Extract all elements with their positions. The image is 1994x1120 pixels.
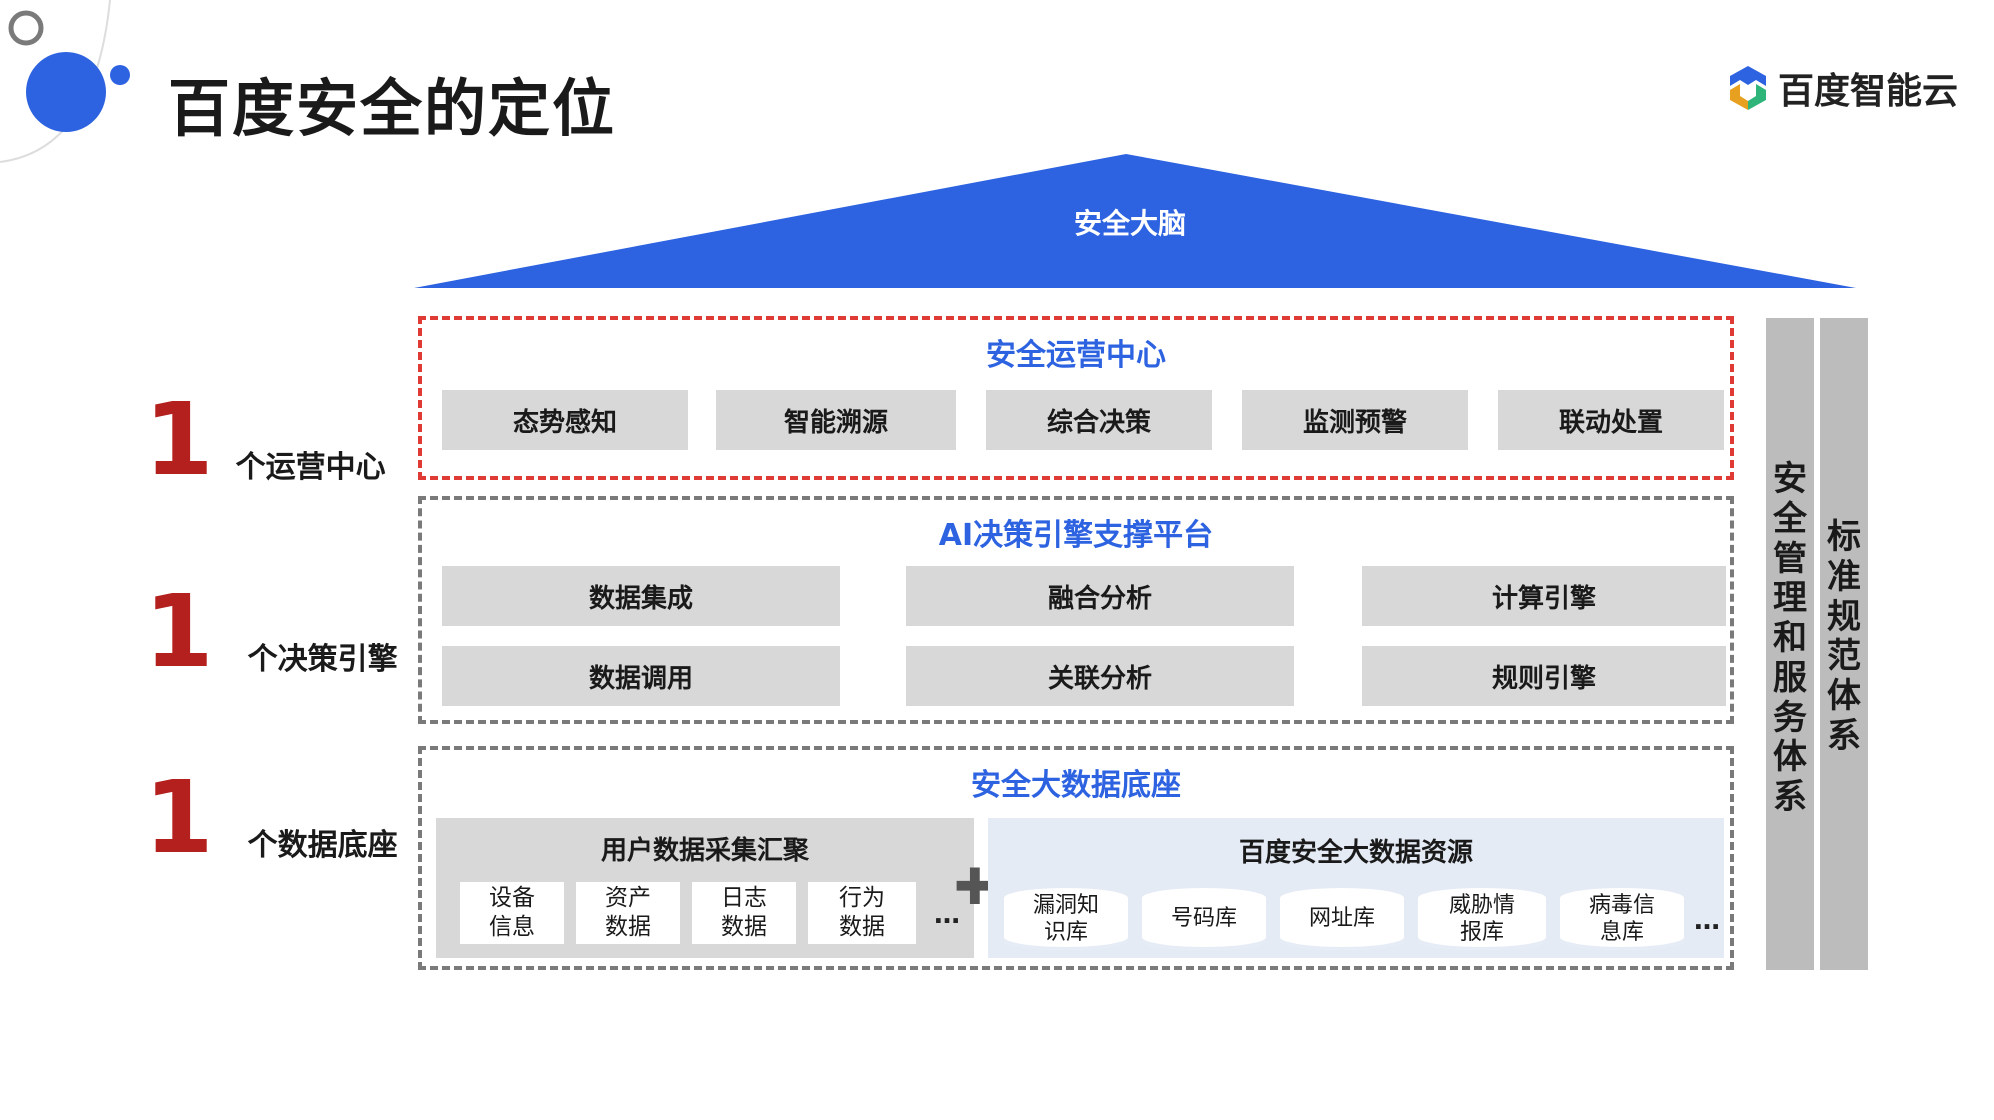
ai-platform-title: AI决策引擎支撑平台 xyxy=(938,518,1214,553)
left-text: 个数据底座 xyxy=(247,828,398,863)
ai-item: 数据调用 xyxy=(442,646,840,706)
pillar-standards: 标准规范体系 xyxy=(1820,318,1868,970)
left-text: 个决策引擎 xyxy=(247,642,398,677)
baidu-data-item: 号码库 xyxy=(1142,888,1266,950)
left-text: 个运营中心 xyxy=(235,450,386,485)
user-data-more: … xyxy=(934,900,960,930)
pillar-security-management: 安全管理和服务体系 xyxy=(1766,318,1814,970)
left-label-engine: 1 个决策引擎 xyxy=(144,582,398,682)
baidu-cloud-logo-icon xyxy=(1730,66,1766,110)
baidu-data-item: 病毒信 息库 xyxy=(1560,888,1684,950)
page-title: 百度安全的定位 xyxy=(168,72,617,145)
ai-item: 数据集成 xyxy=(442,566,840,626)
brand-logo: 百度智能云 xyxy=(1726,62,1958,114)
baidu-data-panel: 百度安全大数据资源 漏洞知 识库 号码库 网址库 威胁情 报库 病毒信 息库 … xyxy=(988,818,1724,958)
baidu-data-item: 网址库 xyxy=(1280,888,1404,950)
soc-item: 监测预警 xyxy=(1242,390,1468,450)
bigdata-title: 安全大数据底座 xyxy=(971,768,1181,803)
soc-item: 联动处置 xyxy=(1498,390,1724,450)
baidu-data-item: 漏洞知 识库 xyxy=(1004,888,1128,950)
soc-item: 智能溯源 xyxy=(716,390,956,450)
ai-item: 计算引擎 xyxy=(1362,566,1726,626)
soc-section: 安全运营中心 态势感知 智能溯源 综合决策 监测预警 联动处置 xyxy=(418,316,1734,480)
left-label-data: 1 个数据底座 xyxy=(144,768,398,868)
left-number: 1 xyxy=(144,573,214,690)
left-number: 1 xyxy=(144,759,214,876)
user-data-item: 行为 数据 xyxy=(808,882,916,944)
soc-item: 综合决策 xyxy=(986,390,1212,450)
left-number: 1 xyxy=(144,381,214,498)
user-data-panel: 用户数据采集汇聚 设备 信息 资产 数据 日志 数据 行为 数据 … xyxy=(436,818,974,958)
ai-item: 关联分析 xyxy=(906,646,1294,706)
user-data-title: 用户数据采集汇聚 xyxy=(600,836,809,866)
pillar-text: 安全管理和服务体系 xyxy=(1773,459,1807,818)
logo-text: 百度智能云 xyxy=(1778,71,1959,112)
ai-platform-section: AI决策引擎支撑平台 数据集成 融合分析 计算引擎 数据调用 关联分析 规则引擎 xyxy=(418,496,1734,724)
baidu-data-item: 威胁情 报库 xyxy=(1418,888,1546,950)
user-data-item: 资产 数据 xyxy=(576,882,680,944)
ai-item: 融合分析 xyxy=(906,566,1294,626)
user-data-item: 设备 信息 xyxy=(460,882,564,944)
bigdata-section: 安全大数据底座 用户数据采集汇聚 设备 信息 资产 数据 日志 数据 行为 数据… xyxy=(418,746,1734,970)
pillar-text: 标准规范体系 xyxy=(1827,517,1861,756)
soc-title: 安全运营中心 xyxy=(986,338,1166,373)
ai-item: 规则引擎 xyxy=(1362,646,1726,706)
roof-label: 安全大脑 xyxy=(1073,207,1186,240)
user-data-item: 日志 数据 xyxy=(692,882,796,944)
roof-triangle xyxy=(414,154,1856,288)
left-label-soc: 1 个运营中心 xyxy=(144,390,386,490)
soc-item: 态势感知 xyxy=(442,390,688,450)
baidu-data-more: … xyxy=(1694,906,1720,936)
baidu-data-title: 百度安全大数据资源 xyxy=(1238,838,1473,868)
decorative-circles xyxy=(0,0,130,163)
